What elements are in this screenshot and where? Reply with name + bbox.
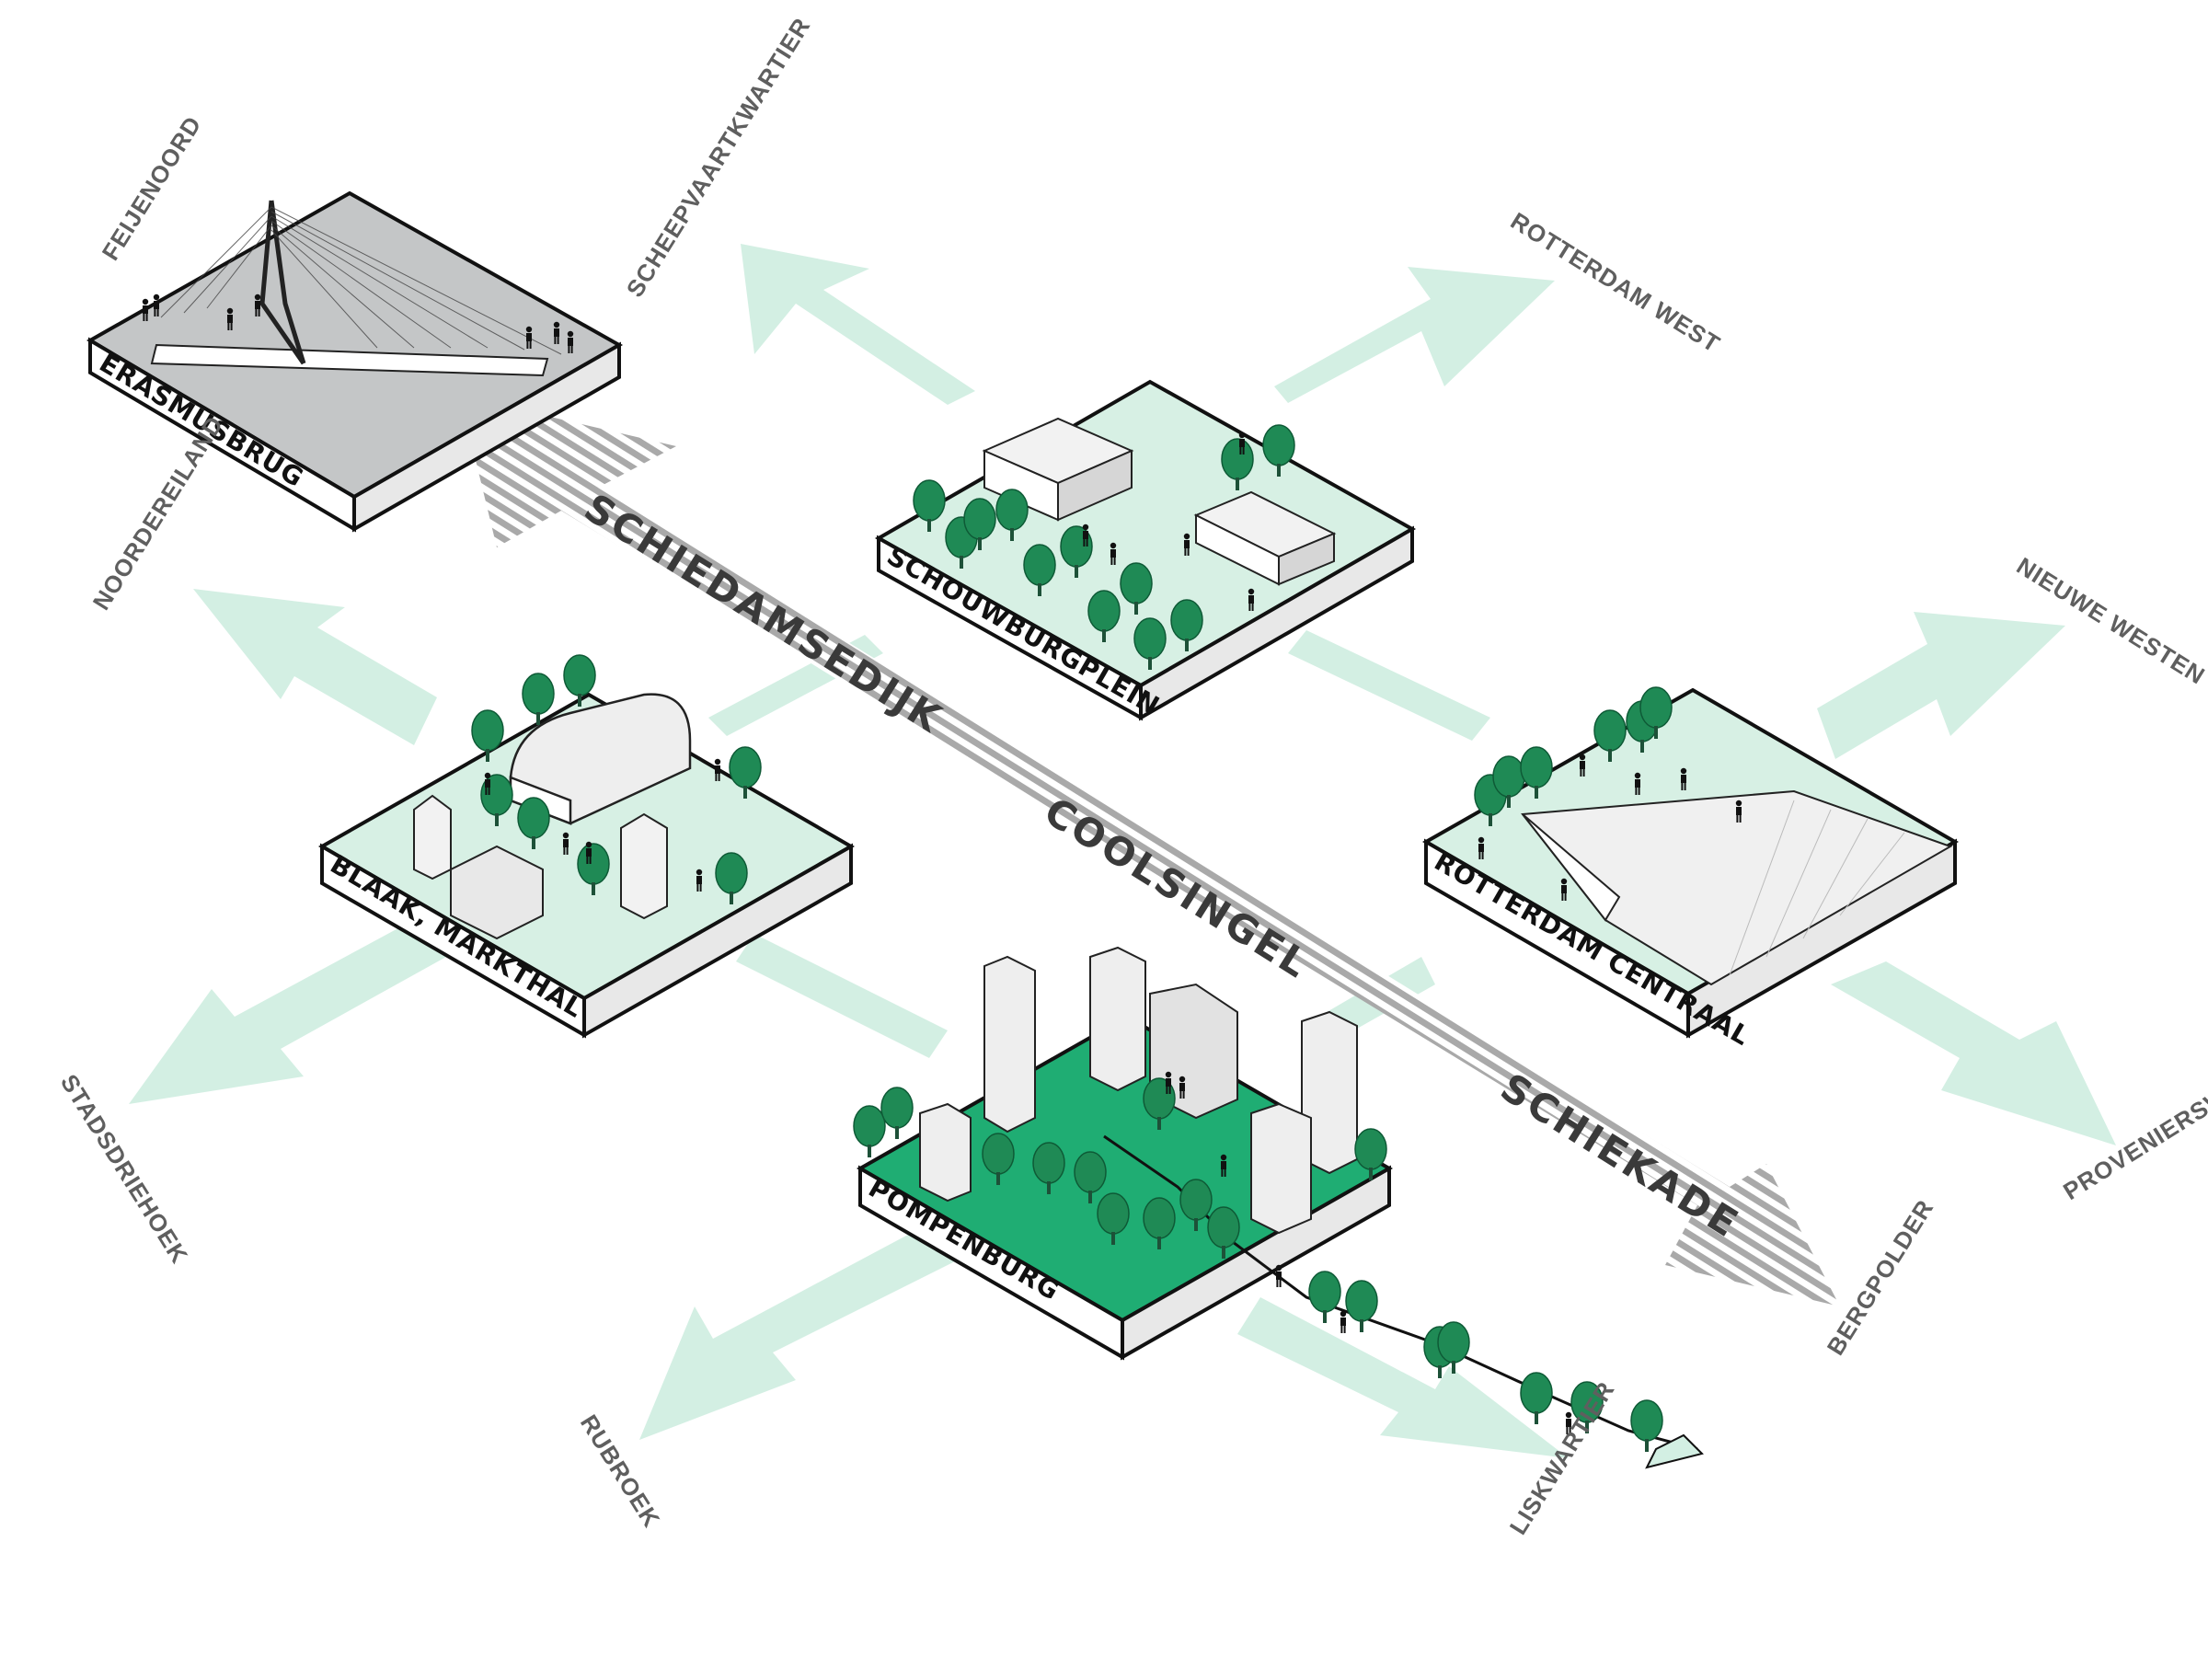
flow-arrow-icon <box>741 244 975 405</box>
flow-arrow-icon <box>1645 1433 1704 1469</box>
flow-arrow-icon <box>1817 612 2065 759</box>
building-icon <box>1521 789 1953 986</box>
flow-arrow-icon <box>1288 630 1490 741</box>
person-icon <box>1275 1264 1282 1287</box>
building-icon <box>982 417 1134 522</box>
destination-noordereiland: NOORDEREILAND <box>87 410 229 615</box>
flow-arrow-icon <box>129 925 446 1104</box>
destination-stadsdriehoek: STADSDRIEHOEK <box>55 1069 194 1268</box>
flow-arrows <box>129 244 2116 1458</box>
flow-arrow-icon <box>193 589 437 745</box>
tree-icon <box>1630 1399 1663 1453</box>
tile-rotterdam-centraal[interactable]: ROTTERDAM CENTRAAL <box>1421 686 1960 1052</box>
destination-feijenoord: FEIJENOORD <box>97 110 207 265</box>
tree-icon <box>880 1087 914 1140</box>
street-label-coolsingel: COOLSINGEL <box>1037 788 1318 987</box>
flow-arrow-icon <box>1831 961 2116 1145</box>
flow-arrow-icon <box>639 1228 975 1440</box>
flow-arrow-icon <box>1237 1297 1569 1458</box>
tile-pompenburg[interactable]: POMPENBURG <box>853 946 1704 1469</box>
person-icon <box>1340 1310 1347 1333</box>
building-icon <box>919 946 1358 1235</box>
tree-icon <box>853 1105 886 1158</box>
destination-nieuwe-westen: NIEUWE WESTEN <box>2012 552 2208 690</box>
flow-arrow-icon <box>736 934 948 1058</box>
building-icon <box>1193 490 1337 586</box>
tree-icon <box>1345 1280 1378 1333</box>
street-label-schiekade: SCHIEKADE <box>1493 1064 1748 1247</box>
building-icon <box>413 794 668 940</box>
flow-arrow-icon <box>1274 267 1555 403</box>
tree-icon <box>1520 1372 1553 1425</box>
tree-icon <box>1308 1271 1341 1324</box>
destination-bergpolder: BERGPOLDER <box>1822 1194 1939 1360</box>
